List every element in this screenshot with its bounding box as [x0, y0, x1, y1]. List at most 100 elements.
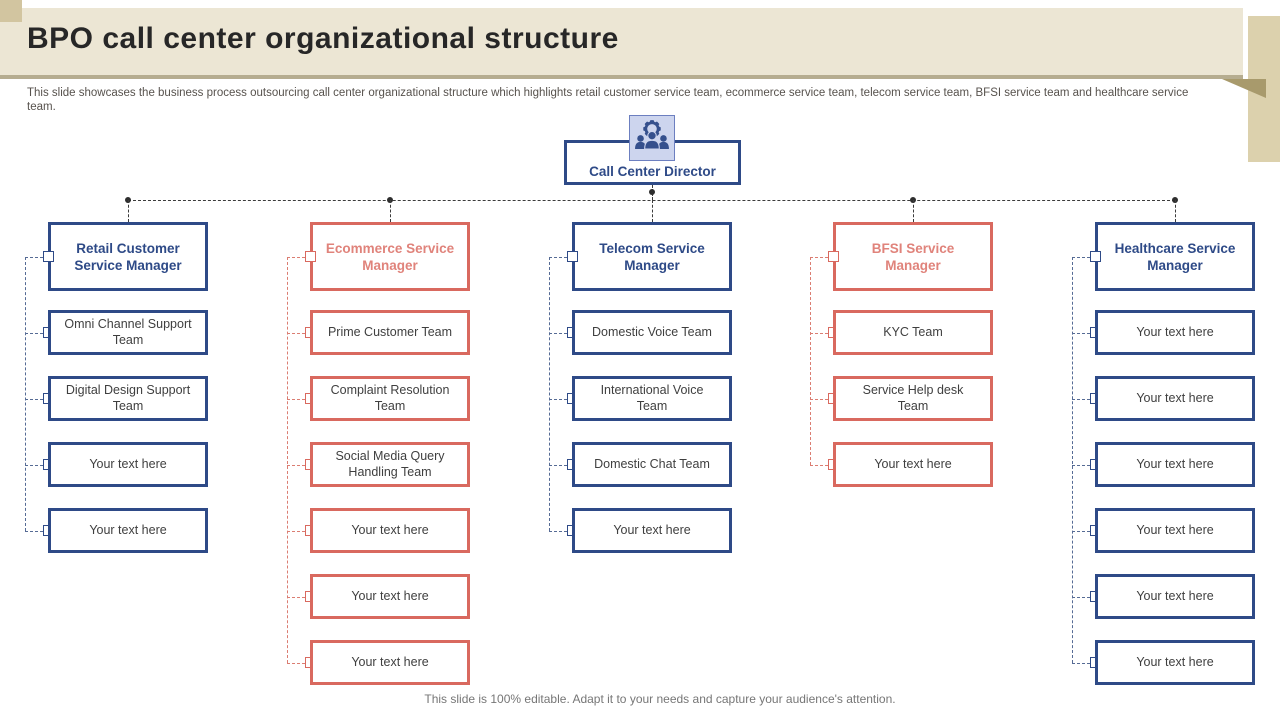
team-box-retail-3-label: Your text here	[89, 456, 167, 471]
connector-stub	[810, 464, 833, 466]
team-box-retail-1[interactable]: Omni Channel Support Team	[48, 310, 208, 355]
connector-stub	[287, 464, 310, 466]
team-box-bfsi-1-label: KYC Team	[883, 324, 943, 339]
team-box-healthcare-6[interactable]: Your text here	[1095, 640, 1255, 685]
connector-stub	[1072, 332, 1095, 334]
connector-stub	[549, 256, 572, 258]
team-box-healthcare-5[interactable]: Your text here	[1095, 574, 1255, 619]
team-box-retail-3[interactable]: Your text here	[48, 442, 208, 487]
team-box-healthcare-2[interactable]: Your text here	[1095, 376, 1255, 421]
manager-box-ecommerce[interactable]: Ecommerce Service Manager	[310, 222, 470, 291]
drop-line-retail	[128, 200, 129, 222]
connector-stub	[549, 398, 572, 400]
team-box-ecommerce-3[interactable]: Social Media Query Handling Team	[310, 442, 470, 487]
manager-box-healthcare[interactable]: Healthcare Service Manager	[1095, 222, 1255, 291]
connector-stub	[549, 464, 572, 466]
team-box-healthcare-5-label: Your text here	[1136, 588, 1214, 603]
manager-box-bfsi[interactable]: BFSI Service Manager	[833, 222, 993, 291]
team-box-healthcare-3-label: Your text here	[1136, 456, 1214, 471]
connector-stub	[25, 464, 48, 466]
team-box-retail-2[interactable]: Digital Design Support Team	[48, 376, 208, 421]
team-box-bfsi-2[interactable]: Service Help desk Team	[833, 376, 993, 421]
connector-stub	[287, 332, 310, 334]
connector-stub	[549, 530, 572, 532]
connector-stub	[287, 256, 310, 258]
connector-stub	[1072, 256, 1095, 258]
team-box-telecom-2[interactable]: International Voice Team	[572, 376, 732, 421]
connector-stub	[287, 596, 310, 598]
corner-accent-square	[0, 0, 22, 22]
team-box-ecommerce-1-label: Prime Customer Team	[327, 324, 453, 339]
connector-stub	[810, 398, 833, 400]
team-box-ecommerce-1[interactable]: Prime Customer Team	[310, 310, 470, 355]
team-box-healthcare-4[interactable]: Your text here	[1095, 508, 1255, 553]
manager-box-ecommerce-label: Ecommerce Service Manager	[325, 240, 455, 273]
drop-line-bfsi	[913, 200, 914, 222]
team-box-bfsi-2-label: Service Help desk Team	[862, 383, 964, 413]
team-box-ecommerce-4[interactable]: Your text here	[310, 508, 470, 553]
team-box-bfsi-3[interactable]: Your text here	[833, 442, 993, 487]
org-hline	[128, 200, 1175, 201]
team-box-telecom-2-label: International Voice Team	[600, 383, 704, 413]
connector-stub	[287, 398, 310, 400]
connector-rail-bfsi	[810, 256, 811, 465]
connector-handle[interactable]	[828, 251, 839, 262]
connector-stub	[287, 662, 310, 664]
connector-stub	[25, 398, 48, 400]
title-band	[0, 8, 1243, 79]
team-box-ecommerce-4-label: Your text here	[351, 522, 429, 537]
connector-stub	[25, 332, 48, 334]
team-gear-glyph	[635, 120, 669, 150]
team-box-retail-1-label: Omni Channel Support Team	[64, 317, 192, 347]
connector-rail-healthcare	[1072, 256, 1073, 663]
connector-stub	[1072, 530, 1095, 532]
team-box-ecommerce-2[interactable]: Complaint Resolution Team	[310, 376, 470, 421]
page-title: BPO call center organizational structure	[27, 22, 619, 55]
team-box-ecommerce-5[interactable]: Your text here	[310, 574, 470, 619]
manager-box-telecom-label: Telecom Service Manager	[599, 240, 705, 273]
team-box-retail-4-label: Your text here	[89, 522, 167, 537]
connector-stub	[25, 530, 48, 532]
connector-stub	[1072, 596, 1095, 598]
junction-dot	[649, 189, 655, 195]
team-box-retail-2-label: Digital Design Support Team	[65, 383, 191, 413]
drop-line-telecom	[652, 200, 653, 222]
team-box-healthcare-6-label: Your text here	[1136, 654, 1214, 669]
director-label: Call Center Director	[589, 164, 716, 179]
team-box-healthcare-1-label: Your text here	[1136, 324, 1214, 339]
manager-box-bfsi-label: BFSI Service Manager	[871, 240, 955, 273]
connector-stub	[287, 530, 310, 532]
manager-box-healthcare-label: Healthcare Service Manager	[1114, 240, 1236, 273]
team-box-telecom-3[interactable]: Domestic Chat Team	[572, 442, 732, 487]
team-box-healthcare-1[interactable]: Your text here	[1095, 310, 1255, 355]
connector-rail-ecommerce	[287, 256, 288, 663]
team-box-healthcare-2-label: Your text here	[1136, 390, 1214, 405]
connector-stub	[25, 256, 48, 258]
team-box-ecommerce-5-label: Your text here	[351, 588, 429, 603]
team-gear-icon	[629, 115, 675, 161]
team-box-telecom-4-label: Your text here	[613, 522, 691, 537]
team-box-healthcare-4-label: Your text here	[1136, 522, 1214, 537]
team-box-telecom-3-label: Domestic Chat Team	[594, 456, 710, 471]
team-box-ecommerce-6[interactable]: Your text here	[310, 640, 470, 685]
team-box-bfsi-1[interactable]: KYC Team	[833, 310, 993, 355]
manager-box-retail-label: Retail Customer Service Manager	[74, 240, 182, 273]
connector-handle[interactable]	[567, 251, 578, 262]
connector-handle[interactable]	[305, 251, 316, 262]
connector-handle[interactable]	[1090, 251, 1101, 262]
team-box-retail-4[interactable]: Your text here	[48, 508, 208, 553]
connector-rail-telecom	[549, 256, 550, 531]
manager-box-retail[interactable]: Retail Customer Service Manager	[48, 222, 208, 291]
team-box-telecom-4[interactable]: Your text here	[572, 508, 732, 553]
connector-stub	[1072, 464, 1095, 466]
team-box-telecom-1[interactable]: Domestic Voice Team	[572, 310, 732, 355]
manager-box-telecom[interactable]: Telecom Service Manager	[572, 222, 732, 291]
team-box-ecommerce-6-label: Your text here	[351, 654, 429, 669]
connector-rail-retail	[25, 256, 26, 531]
connector-stub	[1072, 662, 1095, 664]
connector-handle[interactable]	[43, 251, 54, 262]
team-box-healthcare-3[interactable]: Your text here	[1095, 442, 1255, 487]
team-box-bfsi-3-label: Your text here	[874, 456, 952, 471]
drop-line-healthcare	[1175, 200, 1176, 222]
